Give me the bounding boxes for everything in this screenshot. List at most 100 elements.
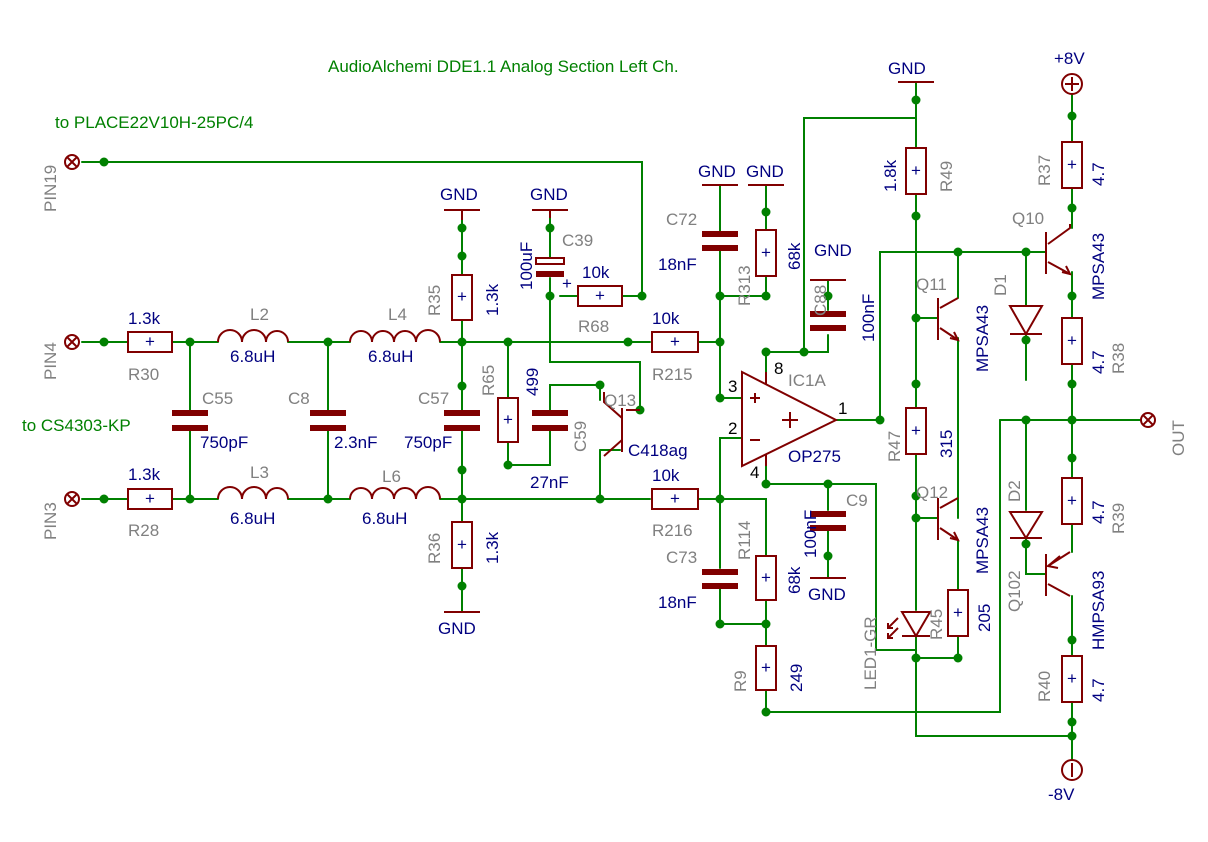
resistor-r114: + <box>755 555 777 601</box>
junction-dot <box>545 223 555 233</box>
transistor-q11 <box>937 297 960 342</box>
r28-value: 1.3k <box>128 465 161 484</box>
junction-dot <box>99 494 109 504</box>
junction-dot <box>595 380 605 390</box>
resistor-r40: + <box>1061 655 1083 703</box>
capacitor-c72 <box>702 231 738 251</box>
pin19-label: PIN19 <box>41 165 60 212</box>
svg-text:+: + <box>457 535 467 554</box>
l4-name: L4 <box>388 305 407 324</box>
junction-dot <box>953 247 963 257</box>
resistor-r47: + <box>905 407 927 455</box>
capacitor-c9 <box>810 511 846 531</box>
diagram-title: AudioAlchemi DDE1.1 Analog Section Left … <box>328 57 679 76</box>
junction-dot <box>503 460 513 470</box>
svg-text:+: + <box>761 568 771 587</box>
junction-dots <box>99 95 1077 741</box>
gnd-label-r313: GND <box>746 162 784 181</box>
junction-dot <box>823 291 833 301</box>
junction-dot <box>1067 635 1077 645</box>
capacitor-c57 <box>444 410 480 431</box>
inductor-l4 <box>349 329 441 343</box>
junction-dot <box>1067 731 1077 741</box>
gnd-label-c39: GND <box>530 185 568 204</box>
resistor-r215: + <box>651 331 699 353</box>
pin-pin4 <box>64 334 80 350</box>
r68-value: 10k <box>582 263 610 282</box>
junction-dot <box>457 381 467 391</box>
diode-d2 <box>1008 511 1044 540</box>
r35-name: R35 <box>425 285 444 316</box>
l2-name: L2 <box>250 305 269 324</box>
r36-value: 1.3k <box>483 531 502 564</box>
junction-dot <box>715 494 725 504</box>
resistor-r216: + <box>651 488 699 510</box>
r68-name: R68 <box>578 317 609 336</box>
junction-dot <box>323 337 333 347</box>
resistor-r30: + <box>127 331 173 353</box>
inductor-l2 <box>217 329 289 343</box>
c39-value: 100uF <box>517 242 536 290</box>
d1-name: D1 <box>991 274 1010 296</box>
gnd-label-r49: GND <box>888 59 926 78</box>
opamp-pin1: 1 <box>838 399 847 418</box>
c88-name: C88 <box>811 285 830 316</box>
junction-dot <box>623 337 633 347</box>
c39-name: C39 <box>562 231 593 250</box>
svg-text:+: + <box>145 332 155 351</box>
junction-dot <box>1067 415 1077 425</box>
junction-dot <box>1067 203 1077 213</box>
neg-supply-label: -8V <box>1048 785 1075 804</box>
q12-value: MPSA43 <box>973 507 992 574</box>
r39-value: 4.7 <box>1089 500 1108 524</box>
l6-name: L6 <box>382 467 401 486</box>
transistor-q13 <box>603 392 640 457</box>
q13-value: C418ag <box>628 441 688 460</box>
junction-dot <box>1067 717 1077 727</box>
gnd-label-r36: GND <box>438 619 476 638</box>
r30-name: R30 <box>128 365 159 384</box>
r35-value: 1.3k <box>483 283 502 316</box>
r9-value: 249 <box>787 664 806 692</box>
transistor-q12 <box>937 497 960 542</box>
c8-name: C8 <box>288 389 310 408</box>
resistor-r65: + <box>497 397 519 443</box>
l2-value: 6.8uH <box>230 347 275 366</box>
opamp-value: OP275 <box>788 447 841 466</box>
svg-text:+: + <box>953 603 963 622</box>
junction-dot <box>457 251 467 261</box>
junction-dot <box>911 653 921 663</box>
junction-dot <box>185 494 195 504</box>
resistor-r49: + <box>905 147 927 195</box>
led-led1 <box>887 611 932 639</box>
capacitor-c39: + <box>535 257 572 293</box>
junction-dot <box>99 337 109 347</box>
svg-text:+: + <box>145 489 155 508</box>
svg-text:+: + <box>911 161 921 180</box>
opamp-pin3: 3 <box>728 377 737 396</box>
svg-text:+: + <box>761 658 771 677</box>
led-name: LED1-GR <box>861 616 880 690</box>
capacitor-c59 <box>532 410 568 431</box>
junction-dot <box>1021 247 1031 257</box>
junction-dot <box>911 491 921 501</box>
junction-dot <box>1021 539 1031 549</box>
svg-text:+: + <box>562 274 572 293</box>
opamp-pin4: 4 <box>750 463 759 482</box>
svg-text:+: + <box>1067 331 1077 350</box>
q102-name: Q102 <box>1005 570 1024 612</box>
r37-value: 4.7 <box>1089 162 1108 186</box>
junction-dot <box>715 393 725 403</box>
r37-name: R37 <box>1035 155 1054 186</box>
c57-value: 750pF <box>404 433 452 452</box>
transistor-q10 <box>1045 224 1072 276</box>
wires <box>81 81 1141 761</box>
q10-value: MPSA43 <box>1089 233 1108 300</box>
junction-dot <box>1067 379 1077 389</box>
junction-dot <box>1067 111 1077 121</box>
c59-name: C59 <box>571 421 590 452</box>
c9-value: 100nF <box>801 510 820 558</box>
c88-value: 100nF <box>859 294 878 342</box>
